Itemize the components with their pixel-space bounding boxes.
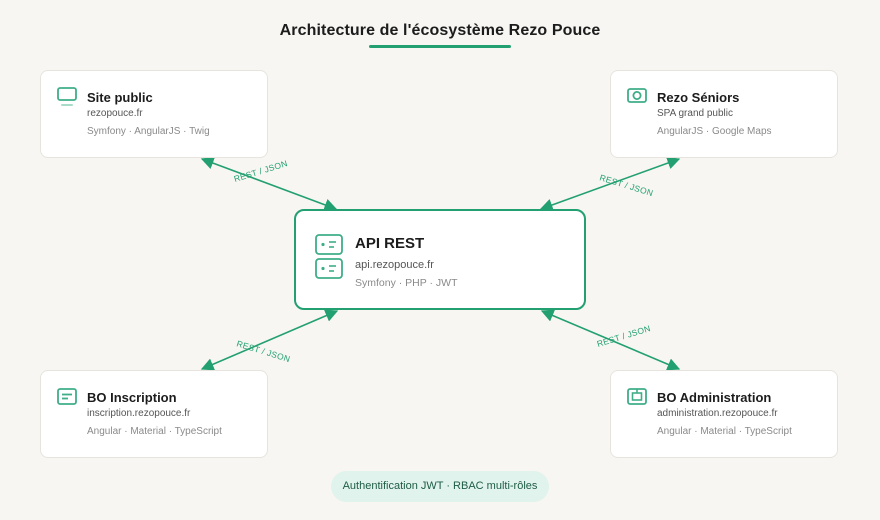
- node-stack: Symfony · AngularJS · Twig: [87, 126, 210, 137]
- node-host: inscription.rezopouce.fr: [87, 408, 191, 419]
- admin-panel-icon: [627, 388, 647, 405]
- node-rezo-seniors[interactable]: Rezo Séniors SPA grand public AngularJS …: [610, 70, 838, 158]
- link-bo-administration: REST / JSON: [540, 309, 681, 371]
- api-name: API REST: [355, 235, 425, 252]
- node-stack: Angular · Material · TypeScript: [87, 426, 222, 437]
- api-host: api.rezopouce.fr: [355, 259, 434, 271]
- node-bo-inscription[interactable]: BO Inscription inscription.rezopouce.fr …: [40, 370, 268, 458]
- node-host: administration.rezopouce.fr: [657, 408, 778, 419]
- node-stack: AngularJS · Google Maps: [657, 126, 772, 137]
- link-label: REST / JSON: [233, 158, 289, 184]
- node-bo-administration[interactable]: BO Administration administration.rezopou…: [610, 370, 838, 458]
- monitor-icon: [57, 87, 77, 106]
- auth-badge: Authentification JWT · RBAC multi-rôles: [331, 471, 549, 502]
- node-site-public[interactable]: Site public rezopouce.fr Symfony · Angul…: [40, 70, 268, 158]
- form-icon: [57, 388, 77, 405]
- title-underline: [369, 45, 511, 48]
- link-site-public: REST / JSON: [200, 157, 338, 211]
- node-name: BO Administration: [657, 390, 772, 405]
- server-icon: [315, 234, 343, 279]
- node-stack: Angular · Material · TypeScript: [657, 426, 792, 437]
- node-name: BO Inscription: [87, 390, 177, 405]
- node-name: Rezo Séniors: [657, 90, 740, 105]
- diagram-title: Architecture de l'écosystème Rezo Pouce: [279, 22, 601, 39]
- node-host: SPA grand public: [657, 108, 733, 119]
- link-bo-inscription: REST / JSON: [200, 309, 339, 371]
- node-name: Site public: [87, 90, 153, 105]
- node-api-rest[interactable]: API REST api.rezopouce.fr Symfony · PHP …: [294, 209, 586, 310]
- api-stack: Symfony · PHP · JWT: [355, 277, 458, 289]
- link-rezo-seniors: REST / JSON: [539, 156, 681, 212]
- camera-icon: [627, 88, 647, 103]
- node-host: rezopouce.fr: [87, 108, 143, 119]
